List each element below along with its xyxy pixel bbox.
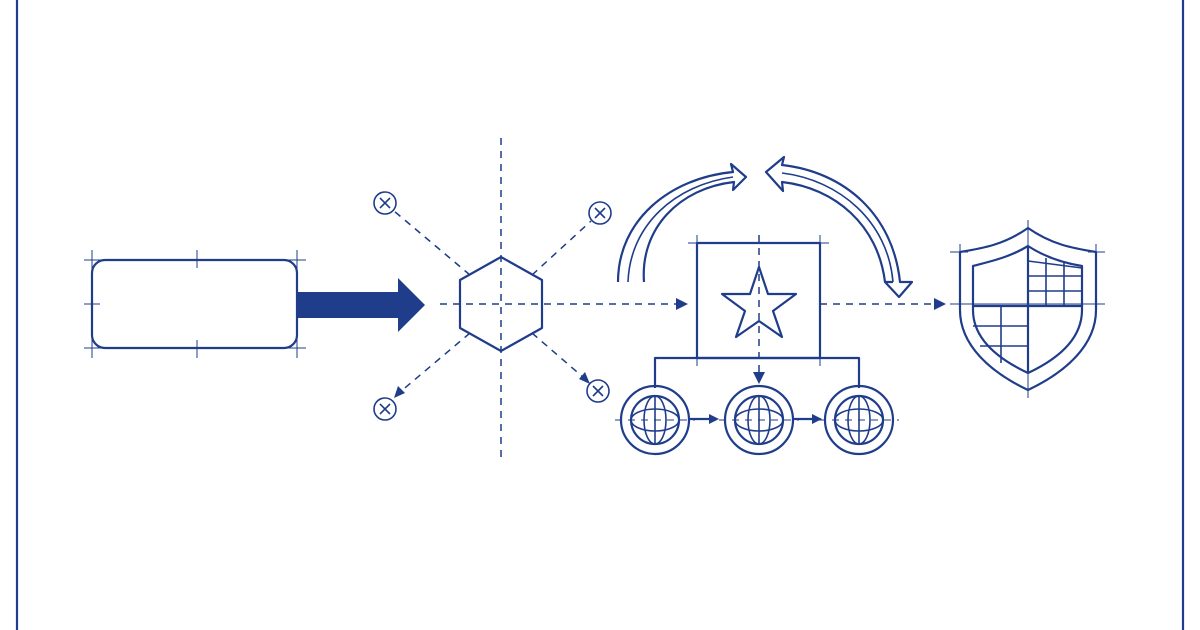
x-circle-icon: [586, 379, 610, 403]
shield-grid-icon: [950, 220, 1105, 398]
arrowhead-icon: [676, 298, 688, 310]
ray-bottom-right: [531, 332, 585, 379]
globe-icon: [615, 384, 695, 456]
arrowhead-icon: [812, 414, 822, 424]
x-circle-icon: [373, 397, 397, 421]
arrowhead-icon: [394, 386, 405, 398]
arrowhead-icon: [753, 372, 765, 384]
ray-bottom-left: [399, 332, 471, 393]
x-circle-icon: [373, 191, 397, 215]
circular-arrows-icon: [616, 155, 914, 299]
ray-top-right: [531, 220, 592, 276]
thick-arrow-right-icon: [297, 278, 425, 332]
input-box: [84, 250, 306, 358]
arrowhead-icon: [709, 414, 719, 424]
x-circle-icon: [588, 201, 612, 225]
ray-top-left: [393, 210, 471, 276]
branch-bracket: [653, 356, 861, 388]
globe-icon: [719, 384, 799, 456]
star-icon: [720, 265, 798, 339]
arrowhead-icon: [579, 372, 590, 384]
globe-icon: [819, 384, 899, 456]
hexagon-icon: [458, 255, 544, 353]
arrowhead-icon: [934, 298, 946, 310]
star-box: [688, 235, 829, 384]
